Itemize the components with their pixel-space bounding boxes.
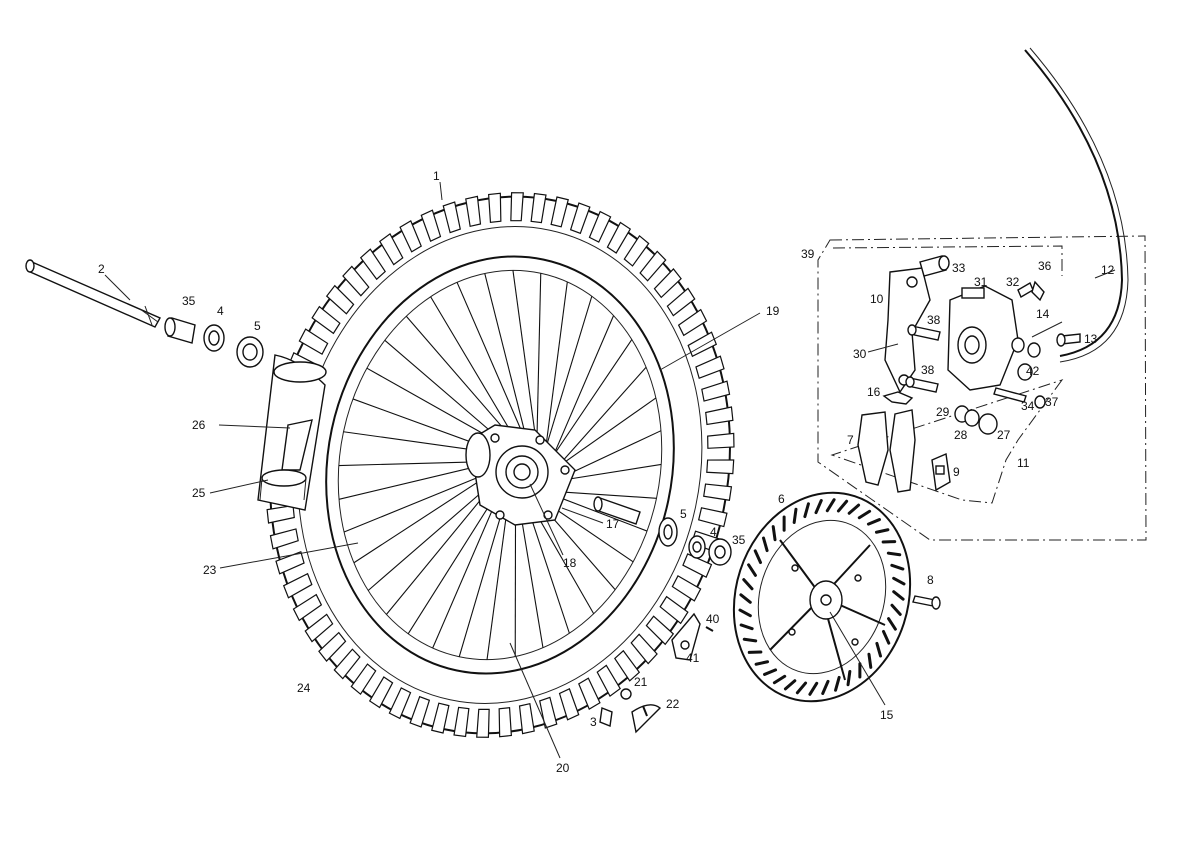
fork-leg [257, 354, 327, 511]
bearing-right [658, 517, 678, 547]
callout-1: 1 [433, 169, 440, 183]
brake-pad-outer [889, 409, 916, 493]
bearing-left [236, 336, 264, 368]
callout-15: 15 [880, 708, 894, 722]
callout-29: 29 [936, 405, 950, 419]
callout-17: 17 [606, 517, 620, 531]
callout-13: 13 [1084, 332, 1098, 346]
disc-vent-slots [738, 498, 906, 696]
anti-rattle-plate [931, 452, 951, 492]
callout-40: 40 [706, 612, 720, 626]
callout-14: 14 [1036, 307, 1050, 321]
callout-21: 21 [634, 675, 648, 689]
callout-28: 28 [954, 428, 968, 442]
callout-11: 11 [1017, 456, 1030, 470]
callout-31: 31 [974, 275, 988, 289]
callout-42: 42 [1026, 364, 1040, 378]
caliper-body [947, 285, 1019, 391]
callout-36: 36 [1038, 259, 1052, 273]
callout-25: 25 [192, 486, 206, 500]
callout-41: 41 [686, 651, 700, 665]
seal-left [203, 324, 225, 352]
pad-pin [993, 387, 1027, 403]
callout-2: 2 [98, 262, 105, 276]
callout-18: 18 [563, 556, 577, 570]
sensor-bracket [671, 612, 714, 661]
leader-lines [104, 181, 1116, 759]
callout-labels: 1 2 35 4 5 26 25 23 24 19 17 18 20 5 4 3… [98, 169, 1115, 775]
callout-20: 20 [556, 761, 570, 775]
brake-pad-inner [857, 411, 889, 486]
valve-parts [599, 688, 662, 734]
callout-32: 32 [1006, 275, 1020, 289]
callout-12: 12 [1101, 263, 1115, 277]
callout-5-left: 5 [254, 319, 261, 333]
callout-33: 33 [952, 261, 966, 275]
pin-38-upper [907, 324, 941, 341]
callout-8: 8 [927, 573, 934, 587]
pin-plug [1034, 395, 1046, 409]
brake-disc [732, 491, 912, 703]
callout-4-right: 4 [710, 525, 717, 539]
callout-38-lower: 38 [921, 363, 935, 377]
callout-37: 37 [1045, 395, 1059, 409]
callout-16: 16 [867, 385, 881, 399]
axle [25, 259, 161, 328]
callout-10: 10 [870, 292, 884, 306]
disc-bolt [912, 595, 941, 610]
banjo-washers [1011, 337, 1041, 381]
bleed-screw [1017, 280, 1045, 302]
callout-34: 34 [1021, 399, 1035, 413]
seal-right [688, 535, 706, 559]
callout-39: 39 [801, 247, 815, 261]
callout-26: 26 [192, 418, 206, 432]
spacer-left [164, 317, 196, 344]
bolt-33 [919, 255, 950, 277]
pin-38-lower [905, 376, 939, 393]
axle-spacer-17 [593, 496, 641, 525]
callout-24: 24 [297, 681, 311, 695]
callout-6: 6 [778, 492, 785, 506]
piston-seals [954, 405, 998, 435]
brake-hose [1024, 47, 1129, 363]
callout-19: 19 [766, 304, 780, 318]
callout-38-upper: 38 [927, 313, 941, 327]
callout-3: 3 [590, 715, 597, 729]
callout-4-left: 4 [217, 304, 224, 318]
callout-35-left: 35 [182, 294, 196, 308]
callout-23: 23 [203, 563, 217, 577]
spacer-right [708, 538, 732, 566]
pad-spring [882, 391, 914, 405]
callout-9: 9 [953, 465, 960, 479]
callout-35-right: 35 [732, 533, 746, 547]
callout-27: 27 [997, 428, 1011, 442]
callout-22: 22 [666, 697, 680, 711]
caliper-assembly-outline [817, 235, 1147, 541]
callout-30: 30 [853, 347, 867, 361]
callout-7: 7 [847, 433, 854, 447]
hub [465, 424, 576, 526]
callout-5-right: 5 [680, 507, 687, 521]
banjo-bolt [1056, 333, 1081, 347]
